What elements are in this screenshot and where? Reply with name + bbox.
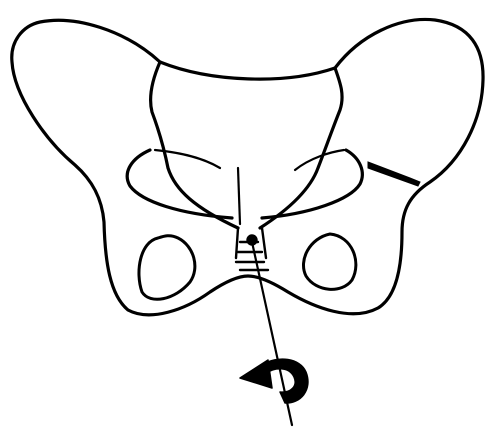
midline [238,168,240,224]
obturator-foramen-left [139,236,195,300]
obturator-foramen-right [303,234,355,289]
coccyx-detail [236,228,268,270]
right-marker-tab [368,162,420,186]
rotation-arrow-icon [240,359,308,403]
